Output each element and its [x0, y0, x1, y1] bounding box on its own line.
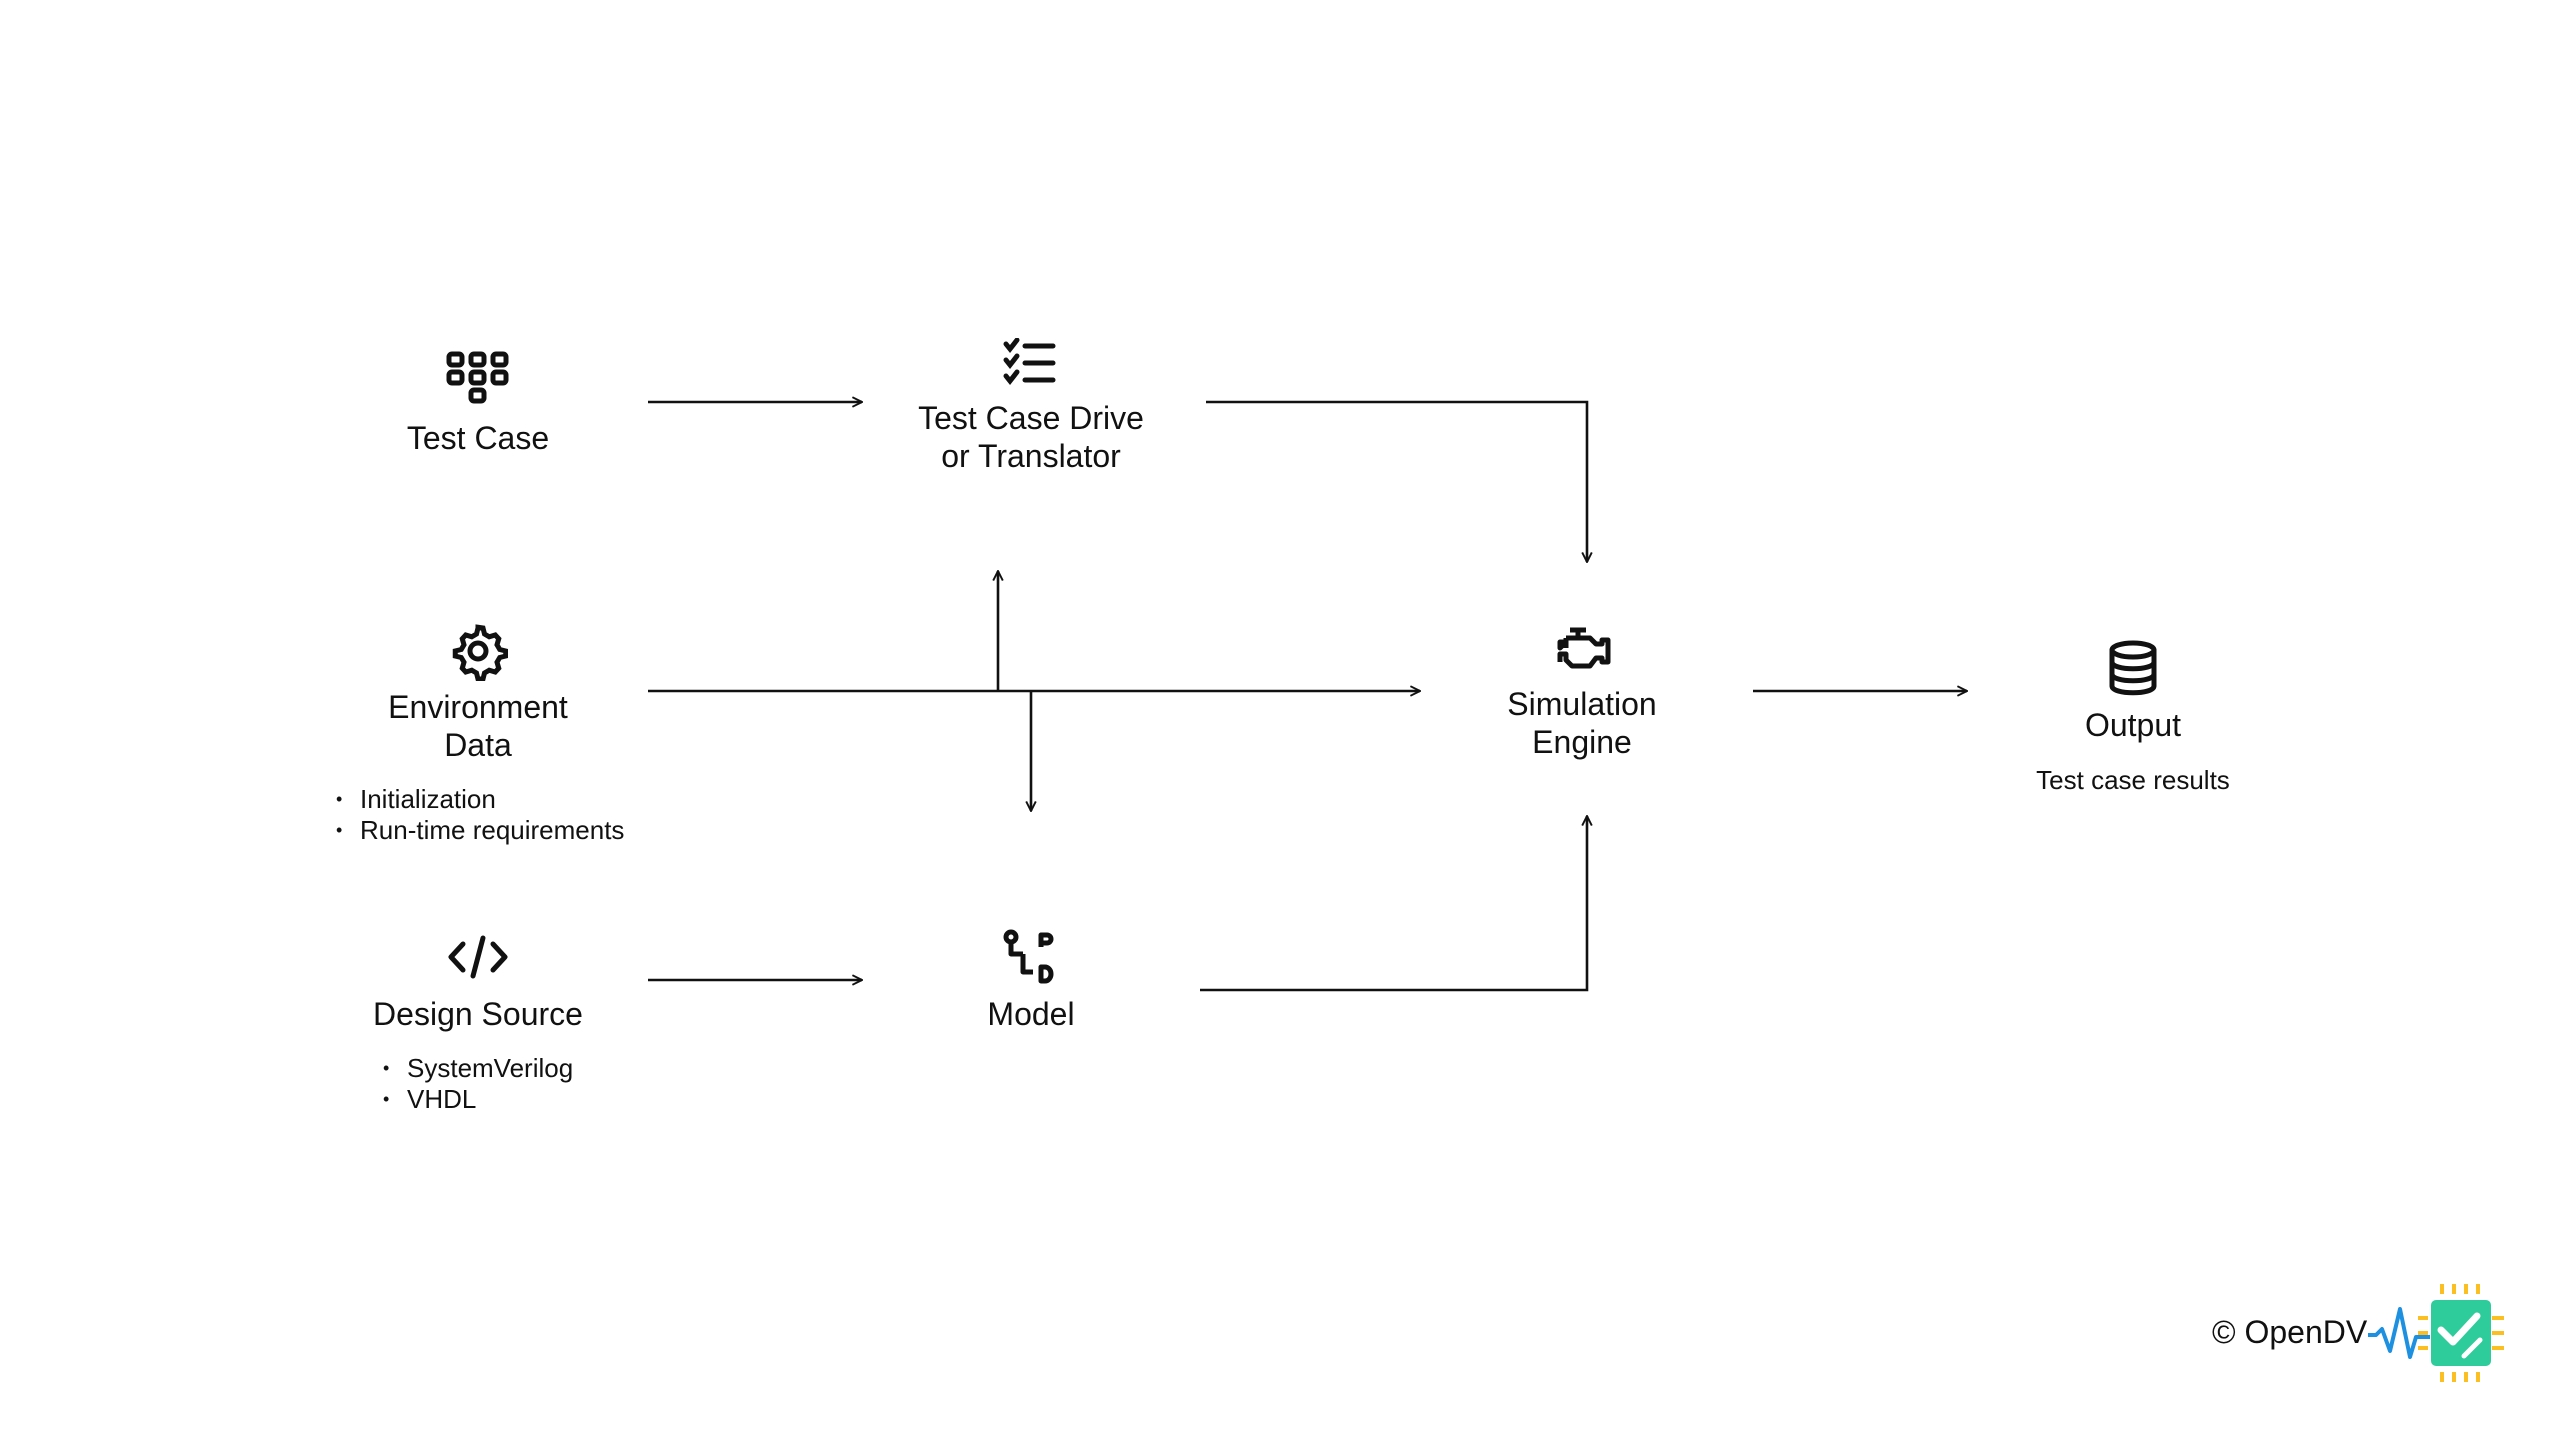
code-icon [448, 935, 508, 979]
translator-label-line2: or Translator [941, 438, 1121, 474]
engine-icon [1557, 627, 1611, 669]
environment-label-line1: Environment [388, 689, 568, 725]
translator-label-line1: Test Case Drive [918, 400, 1144, 436]
environment-label: Environment Data [388, 688, 568, 764]
translator-label: Test Case Drive or Translator [918, 399, 1144, 475]
copyright-text: © OpenDV [2212, 1314, 2368, 1350]
gear-icon [452, 624, 508, 681]
schema-icon [1003, 929, 1054, 984]
test-case-label: Test Case [406, 420, 550, 456]
output-label: Output [2084, 707, 2182, 743]
design-source-bullets: SystemVerilog VHDL [383, 1053, 573, 1115]
bullet-item: Run-time requirements [336, 815, 624, 846]
checklist-icon [1003, 338, 1056, 386]
output-subtitle: Test case results [2036, 765, 2230, 795]
simulation-label: Simulation Engine [1507, 685, 1656, 761]
design-source-label: Design Source [373, 996, 583, 1032]
dialpad-icon [446, 351, 509, 404]
simulation-label-line2: Engine [1532, 724, 1632, 760]
bullet-item: SystemVerilog [383, 1053, 573, 1084]
bullet-item: Initialization [336, 784, 624, 815]
model-label: Model [987, 996, 1075, 1032]
bullet-item: VHDL [383, 1084, 573, 1115]
database-icon [2109, 640, 2157, 696]
opendv-logo-icon [2368, 1284, 2504, 1382]
environment-label-line2: Data [444, 727, 512, 763]
arrow-translator-to-simulation [1206, 400, 1587, 562]
environment-bullets: Initialization Run-time requirements [336, 784, 624, 846]
arrow-model-to-simulation [1200, 816, 1587, 992]
simulation-label-line1: Simulation [1507, 686, 1657, 722]
